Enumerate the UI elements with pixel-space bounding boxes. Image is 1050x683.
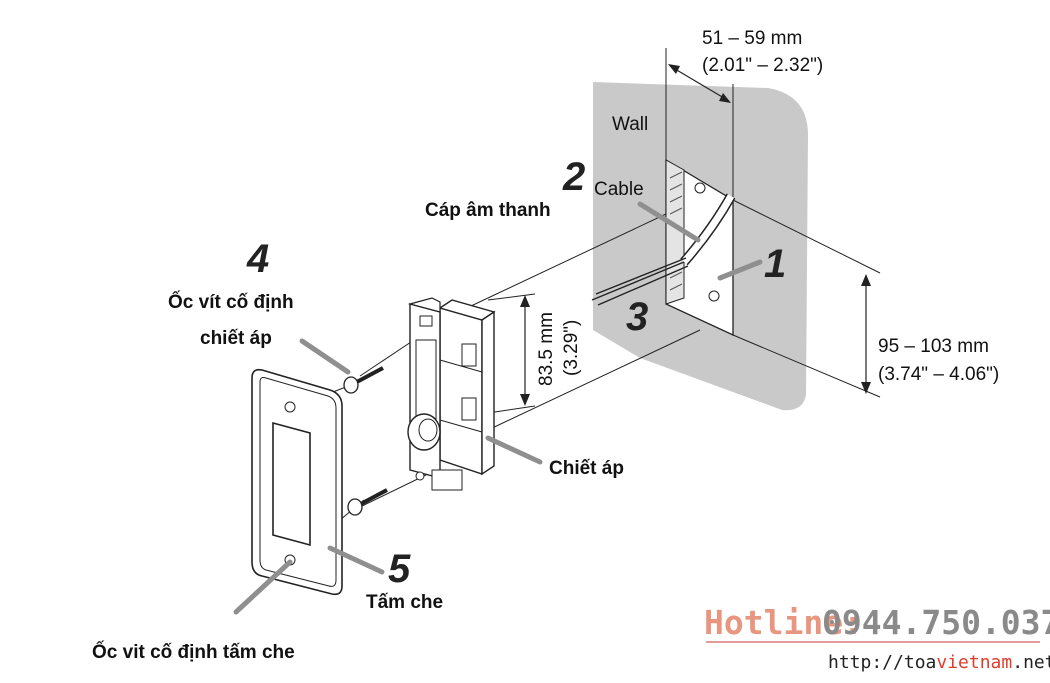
potentiometer-height-in: (3.29"): [561, 320, 582, 376]
potentiometer-screw: [343, 366, 384, 394]
box-dimension-in: (3.74" – 4.06"): [878, 364, 999, 385]
audio-cable-label: Cáp âm thanh: [425, 200, 551, 221]
cover-plate-screw-label: Ốc vit cố định tấm che: [92, 641, 295, 663]
url-prefix: http://toa: [828, 652, 936, 673]
step-number-2: 2: [562, 155, 585, 199]
cable-label: Cable: [594, 179, 644, 200]
potentiometer-screw-lower: [347, 488, 388, 516]
depth-dimension-arrow: [669, 65, 730, 102]
step-number-1: 1: [764, 242, 786, 286]
url-brand: vietnam: [936, 652, 1012, 673]
hotline-label: Hotline:: [704, 603, 863, 642]
cover-plate-label: Tấm che: [366, 592, 443, 613]
url-suffix: .net: [1012, 652, 1050, 673]
hotline-number: 0944.750.037: [822, 603, 1050, 642]
potentiometer-screw-label-line2: chiết áp: [200, 328, 272, 349]
potentiometer-screw-label-line1: Ốc vít cố định: [168, 291, 294, 313]
audio-cable: [591, 193, 736, 306]
depth-dimension-in: (2.01" – 2.32"): [702, 55, 823, 76]
hotline-banner: Hotline: 0944.750.037 http://toavietnam.…: [704, 603, 1050, 673]
step-number-3: 3: [626, 295, 648, 339]
potentiometer-height-mm: 83.5 mm: [536, 312, 557, 386]
step-number-4: 4: [246, 237, 269, 281]
cover-plate: [251, 368, 343, 596]
website-url[interactable]: http://toavietnam.net: [828, 652, 1050, 673]
potentiometer: [407, 297, 496, 491]
step-number-5: 5: [388, 547, 411, 591]
potentiometer-label: Chiết áp: [549, 458, 624, 479]
wall-label: Wall: [612, 114, 648, 135]
depth-dimension-mm: 51 – 59 mm: [702, 28, 802, 49]
box-dimension-mm: 95 – 103 mm: [878, 336, 989, 357]
